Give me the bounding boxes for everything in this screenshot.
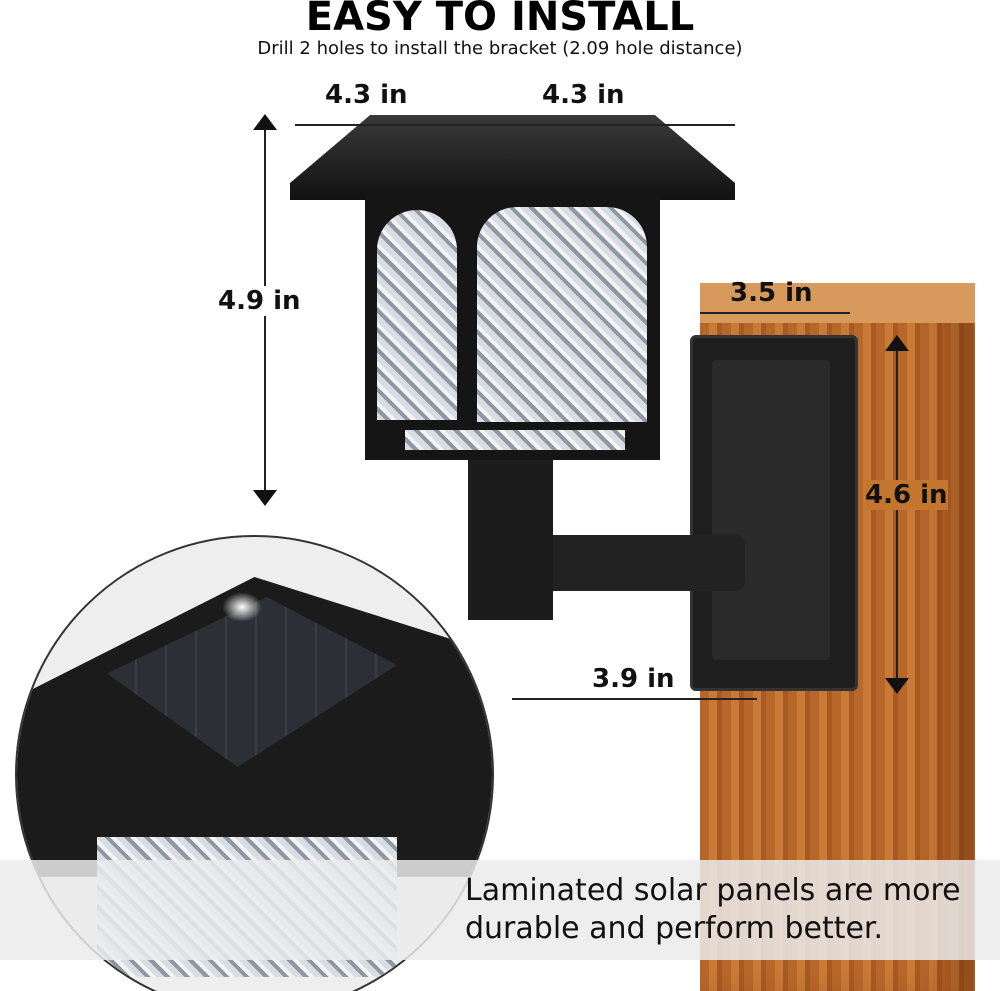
- plate-width-line: [700, 312, 850, 314]
- plate-width-label: 3.5 in: [730, 278, 813, 308]
- arrow-down-icon: [885, 678, 909, 694]
- lamp-roof: [290, 115, 735, 200]
- bracket-arm: [545, 535, 745, 591]
- lamp-body: [365, 195, 660, 460]
- plate-height-label: 4.6 in: [865, 480, 948, 510]
- caption: Laminated solar panels are more durable …: [465, 872, 961, 948]
- arm-depth-label: 3.9 in: [592, 664, 675, 694]
- mounting-plate-inner: [712, 360, 830, 660]
- lamp-stem: [468, 455, 553, 620]
- light-glare: [222, 592, 262, 622]
- roof-left-width-label: 4.3 in: [325, 80, 408, 110]
- caption-line-1: Laminated solar panels are more: [465, 873, 961, 908]
- plate-height-line: [896, 345, 898, 685]
- arrow-up-icon: [885, 335, 909, 351]
- caption-line-2: durable and perform better.: [465, 911, 884, 946]
- arrow-up-icon: [253, 114, 277, 130]
- subtitle: Drill 2 holes to install the bracket (2.…: [257, 38, 743, 59]
- glass-panel-front: [477, 207, 647, 422]
- glass-panel-bottom: [405, 430, 625, 450]
- arm-depth-line: [512, 698, 757, 700]
- glass-panel-left: [377, 210, 457, 420]
- roof-right-width-label: 4.3 in: [542, 80, 625, 110]
- title: EASY TO INSTALL: [305, 0, 695, 40]
- lamp-height-label: 4.9 in: [218, 286, 301, 316]
- wood-post-top: [700, 283, 975, 323]
- width-dimension-line: [295, 124, 735, 126]
- caption-band: [0, 860, 1000, 960]
- arrow-down-icon: [253, 490, 277, 506]
